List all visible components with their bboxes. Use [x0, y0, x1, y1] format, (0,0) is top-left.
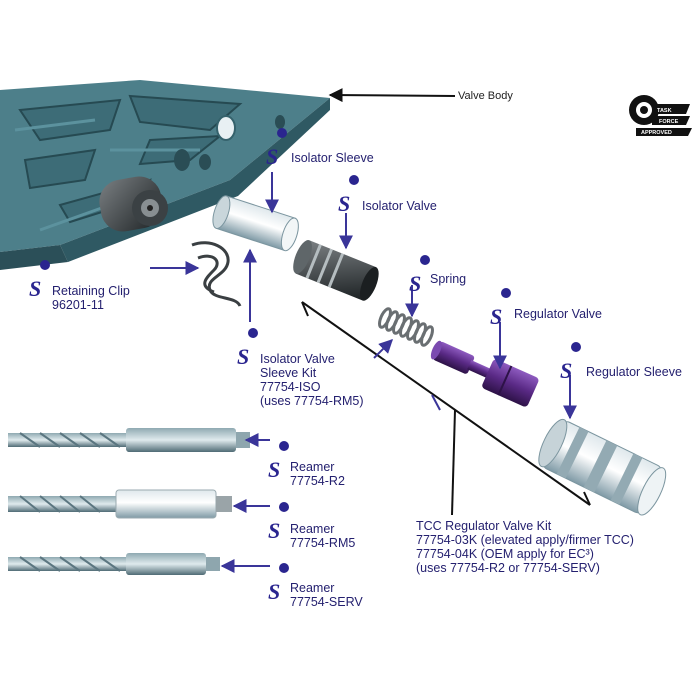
label-arrows: [150, 172, 577, 573]
svg-text:S: S: [237, 344, 249, 369]
badge-text-task: TASK: [657, 108, 672, 114]
isolator-sleeve: [212, 195, 299, 252]
svg-text:S: S: [266, 144, 278, 169]
svg-text:S: S: [490, 304, 502, 329]
label-regulator-sleeve: Regulator Sleeve: [586, 365, 682, 379]
label-retaining-clip: Retaining Clip 96201-11: [52, 284, 130, 312]
label-reamer-serv: Reamer 77754-SERV: [290, 581, 363, 609]
reamer-rm5-tool: [8, 489, 232, 519]
badge-text-force: FORCE: [659, 119, 679, 125]
svg-text:S: S: [409, 271, 421, 296]
label-tcc-regulator-valve-kit: TCC Regulator Valve Kit 77754-03K (eleva…: [416, 519, 634, 575]
label-isolator-sleeve: Isolator Sleeve: [291, 151, 374, 165]
svg-text:S: S: [268, 579, 280, 604]
label-reamer-rm5: Reamer 77754-RM5: [290, 522, 356, 550]
valve-body-arrow: [328, 88, 456, 103]
label-valve-body: Valve Body: [458, 90, 513, 102]
valve-body: [0, 80, 330, 270]
svg-text:S: S: [29, 276, 41, 301]
retaining-clip: [191, 241, 242, 307]
label-isolator-valve-sleeve-kit: Isolator Valve Sleeve Kit 77754-ISO (use…: [260, 352, 364, 408]
s-logo-icons: S S S S S S S S S S: [29, 128, 581, 604]
svg-text:S: S: [560, 358, 572, 383]
reamer-serv-tool: [8, 553, 220, 575]
svg-text:S: S: [268, 518, 280, 543]
label-spring: Spring: [430, 272, 467, 286]
isolator-valve: [293, 239, 379, 301]
regulator-sleeve: [538, 418, 667, 516]
regulator-valve: [430, 340, 539, 407]
tcc-kit-bracket: [301, 301, 591, 516]
label-isolator-valve: Isolator Valve: [362, 199, 437, 213]
label-regulator-valve: Regulator Valve: [514, 307, 603, 321]
badge-text-approved: APPROVED: [641, 130, 672, 136]
label-reamer-r2: Reamer 77754-R2: [290, 460, 345, 488]
taskforce-approved-badge: TASK FORCE APPROVED: [629, 95, 692, 136]
svg-text:S: S: [268, 457, 280, 482]
spring: [378, 307, 434, 347]
svg-text:S: S: [338, 191, 350, 216]
reamer-r2-tool: [8, 428, 250, 452]
